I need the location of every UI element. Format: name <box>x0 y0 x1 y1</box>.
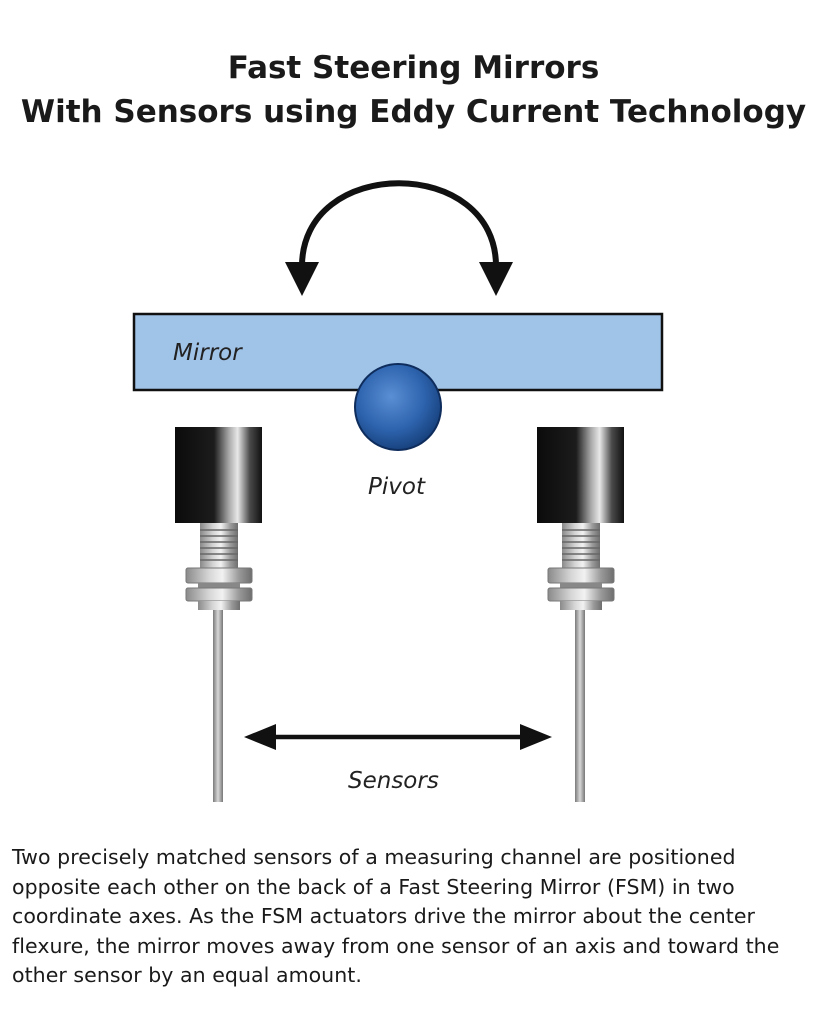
pivot-label: Pivot <box>368 474 426 500</box>
sensors-distance-arrow <box>244 724 552 750</box>
page-title-line-1: Fast Steering Mirrors <box>227 50 600 86</box>
sensor-right <box>537 427 624 802</box>
fsm-diagram: Mirror Pivot <box>132 180 664 802</box>
sensor-left <box>175 427 262 802</box>
mirror-label: Mirror <box>173 340 243 366</box>
sensors-label: Sensors <box>348 768 439 794</box>
caption-text: Two precisely matched sensors of a measu… <box>12 845 780 987</box>
pivot: Pivot <box>354 363 442 500</box>
rotation-arrow <box>285 180 513 296</box>
page-title-line-2: With Sensors using Eddy Current Technolo… <box>20 94 807 130</box>
